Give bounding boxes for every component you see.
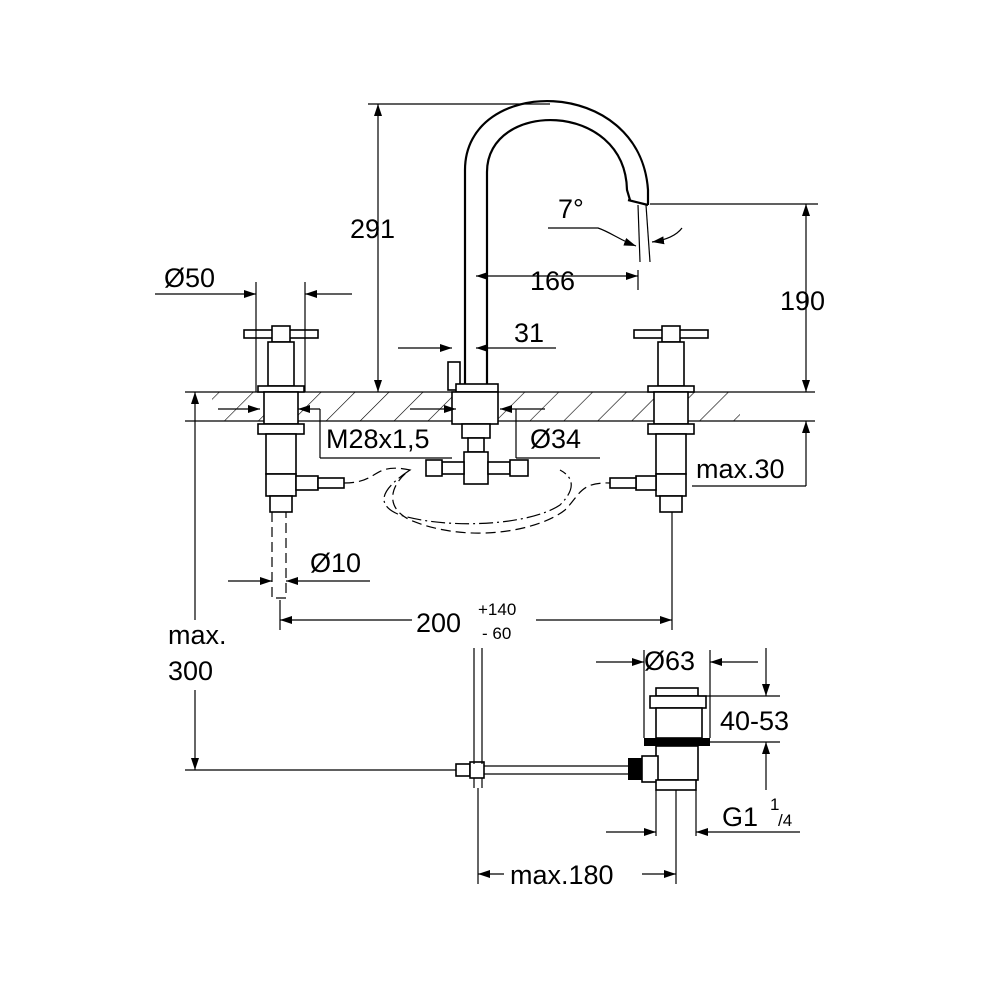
spout-body (425, 391, 529, 485)
label-m28: M28x1,5 (326, 424, 430, 454)
label-tol-minus: - 60 (482, 624, 511, 643)
dimension-spout-angle: 7° (548, 194, 683, 263)
dimension-max-depth: max. 300 (164, 392, 456, 771)
label-7deg: 7° (558, 194, 584, 224)
label-g1-num: 1 (770, 795, 779, 814)
label-max30: max.30 (696, 454, 785, 484)
label-166: 166 (530, 266, 575, 296)
label-300: 300 (168, 656, 213, 686)
label-g1: G1 (722, 802, 758, 832)
dimension-max-thickness: max.30 (692, 421, 810, 487)
label-tol-plus: +140 (478, 600, 516, 619)
drain (455, 648, 710, 791)
label-31: 31 (514, 318, 544, 348)
dimension-hose-diameter: Ø10 (228, 548, 370, 585)
left-valve (243, 325, 345, 513)
label-40-53: 40-53 (720, 706, 789, 736)
dimension-spout-reach: 166 (476, 266, 639, 296)
label-190: 190 (780, 286, 825, 316)
dimension-drain-thread: G1 1 /4 (606, 790, 800, 836)
label-d63: Ø63 (644, 646, 695, 676)
label-d10: Ø10 (310, 548, 361, 578)
label-d34: Ø34 (530, 424, 581, 454)
label-200: 200 (416, 608, 461, 638)
dimension-hole-diameter: Ø34 (500, 405, 600, 459)
dimension-outlet-height: 190 (650, 203, 825, 392)
label-d50: Ø50 (164, 263, 215, 293)
dimension-drain-range: 40-53 (698, 648, 789, 790)
dimension-spout-height: 291 (350, 103, 550, 392)
label-291: 291 (350, 214, 395, 244)
hoses (271, 467, 611, 599)
label-max: max. (168, 620, 227, 650)
right-valve (609, 325, 709, 513)
dimension-spacing: 200 +140 - 60 (279, 512, 673, 643)
label-g1-den: /4 (778, 811, 792, 830)
dimension-drain-reach: max.180 (477, 788, 677, 890)
dimension-thread: M28x1,5 (218, 405, 456, 459)
dimension-spout-base: 31 (398, 318, 556, 352)
dimension-drain-diameter: Ø63 (596, 646, 758, 738)
label-max180: max.180 (510, 860, 614, 890)
dimension-handle-diameter: Ø50 (155, 263, 352, 392)
